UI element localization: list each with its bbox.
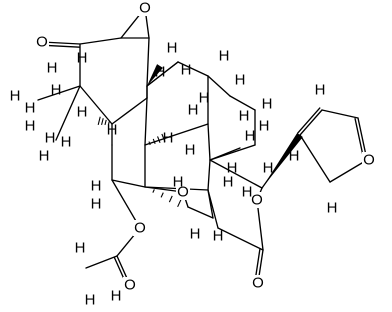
bond (104, 119, 107, 126)
h-furan-1-label: H (315, 82, 326, 99)
bond (111, 179, 146, 188)
h-ring-16-label: H (235, 72, 246, 89)
o-lactone-carbonyl-label: O (252, 275, 264, 292)
bond (187, 206, 214, 219)
bond (297, 107, 321, 134)
h-gem-dimethyl-4-label: H (45, 130, 56, 147)
h-ring-5-label: H (107, 122, 118, 139)
h-acetyl-3-label: H (85, 292, 96, 309)
bond (209, 159, 263, 189)
bond (144, 97, 148, 146)
h-ring-8-label: H (163, 130, 174, 147)
h-ring-4-label: H (77, 104, 88, 121)
bond (146, 61, 179, 87)
h-methyl-top-3-label: H (155, 64, 166, 81)
bond (148, 141, 151, 146)
bond (207, 75, 231, 97)
bond (217, 227, 264, 251)
bond (207, 159, 211, 191)
o-furan-label: O (363, 152, 375, 169)
h-ring-22-label: H (173, 174, 184, 191)
h-furan-3-label: H (289, 148, 300, 165)
h-methyl-c13-1-label: H (263, 160, 274, 177)
h-acetyl-1-label: H (75, 240, 86, 257)
bond (209, 147, 241, 161)
bond (207, 123, 211, 161)
h-methyl-top-1-label: H (167, 40, 178, 57)
bond (177, 61, 209, 77)
bond (146, 37, 150, 87)
h-ring-11-label: H (239, 108, 250, 125)
o-acetate-ester-label: O (134, 220, 146, 237)
bond (97, 116, 101, 126)
h-ring-9-label: H (185, 142, 196, 159)
h-ring-12-label: H (245, 128, 256, 145)
bond (321, 109, 359, 119)
bond (299, 134, 331, 183)
h-ring-21-label: H (242, 184, 253, 201)
bond (161, 133, 166, 142)
bond (111, 97, 148, 125)
h-ring-3-label: H (51, 82, 62, 99)
bond (79, 85, 113, 125)
bond (177, 198, 182, 208)
bond (256, 199, 264, 251)
h-ring-7-label: H (91, 196, 102, 213)
bond (55, 85, 81, 141)
h-ring-18-label: H (190, 226, 201, 243)
wedge-bond (147, 64, 163, 86)
h-ring-6-label: H (91, 178, 102, 195)
bond (160, 192, 164, 198)
bond (85, 255, 118, 269)
bond (152, 138, 156, 145)
h-gem-dimethyl-2-label: H (25, 100, 36, 117)
h-ring-2-label: H (47, 60, 58, 77)
h-methyl-top-2-label: H (181, 62, 192, 79)
h-methyl-c13-2-label: H (227, 160, 238, 177)
o-lactone-ring-label: O (251, 192, 263, 209)
bond (152, 189, 155, 193)
bond (101, 118, 104, 126)
h-ring-19-label: H (213, 228, 224, 245)
h-acetyl-2-label: H (111, 288, 122, 305)
bond (329, 159, 368, 183)
bond (79, 37, 122, 45)
bond (168, 195, 173, 203)
bond (229, 95, 256, 111)
h-ring-1-label: H (77, 50, 88, 67)
h-gem-dimethyl-3-label: H (25, 118, 36, 135)
o-bridge-label: O (177, 184, 189, 201)
wedge-bond (262, 132, 303, 188)
o-acetate-carbonyl-label: O (124, 277, 136, 294)
h-gem-dimethyl-5-label: H (61, 134, 72, 151)
h-ring-10-label: H (199, 90, 210, 107)
bond (107, 121, 110, 126)
o-ketone-label: O (36, 34, 48, 51)
bond (207, 189, 214, 219)
bond (299, 109, 323, 136)
bond (144, 123, 209, 146)
h-furan-2-label: H (327, 200, 338, 217)
bond-lines (37, 7, 368, 287)
bond (37, 85, 81, 101)
h-gem-dimethyl-1-label: H (10, 88, 21, 105)
bond (157, 136, 161, 143)
h-gem-dimethyl-6-label: H (39, 148, 50, 165)
o-epoxide-label: O (139, 0, 151, 17)
h-ring-17-label: H (188, 102, 199, 119)
h-ring-13-label: H (262, 96, 273, 113)
h-ring-20-label: H (223, 174, 234, 191)
h-ring-14-label: H (259, 118, 270, 135)
h-ring-15-label: H (219, 48, 230, 65)
